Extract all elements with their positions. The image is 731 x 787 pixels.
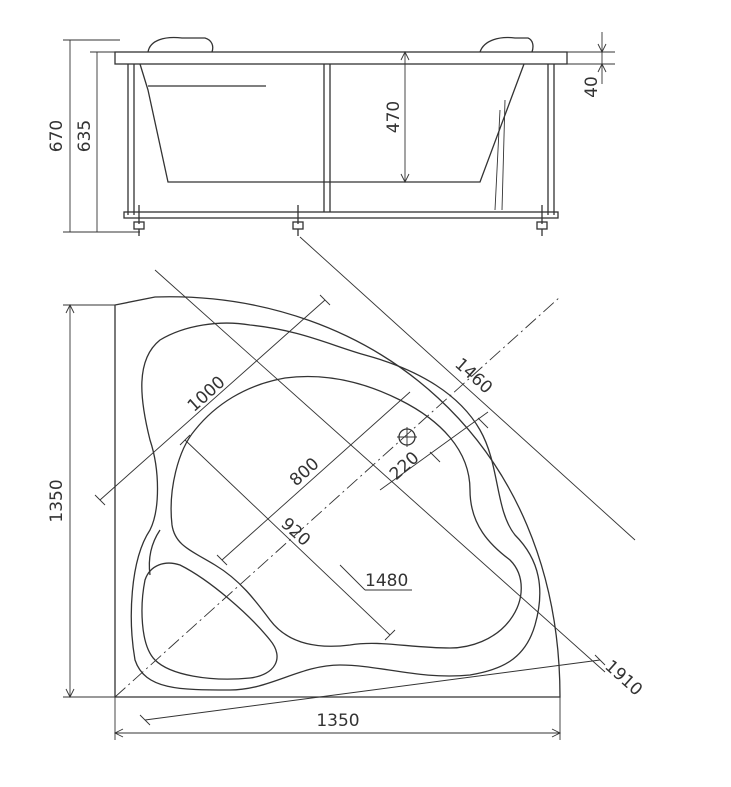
dim-line-800 <box>221 391 411 561</box>
dim-label-1350-vertical: 1350 <box>47 479 67 522</box>
bowl-outer <box>130 322 541 691</box>
adjustable-foot <box>536 205 548 236</box>
dim-label-40: 40 <box>582 76 602 98</box>
dim-label-670: 670 <box>47 120 67 152</box>
right-headrest <box>479 36 534 53</box>
left-headrest <box>147 36 214 53</box>
plan-view: 1460 1000 800 920 220 1480 1910 <box>47 236 647 740</box>
adjustable-foot <box>133 205 145 236</box>
dim-label-1000: 1000 <box>184 372 230 416</box>
dim-label-1350-horizontal: 1350 <box>316 711 359 731</box>
rim <box>114 51 568 65</box>
dim-label-1460: 1460 <box>451 354 497 398</box>
side-view: 670 635 470 40 <box>47 32 615 236</box>
seat <box>141 562 278 680</box>
dim-label-635: 635 <box>75 120 95 152</box>
bowl-inner <box>170 375 522 649</box>
dim-label-220: 220 <box>386 448 423 485</box>
dim-label-1910: 1910 <box>601 656 647 700</box>
dim-line-1910 <box>144 659 601 721</box>
dim-label-920: 920 <box>277 514 314 551</box>
tub-body <box>139 63 525 183</box>
dim-label-470: 470 <box>384 101 404 133</box>
dim-line-920 <box>184 439 391 636</box>
tub-outline <box>114 296 561 698</box>
dim-line-1000 <box>99 299 326 501</box>
base-frame <box>123 211 559 219</box>
adjustable-foot <box>292 205 304 236</box>
dim-line-220 <box>379 411 489 491</box>
dim-label-1480: 1480 <box>365 571 408 591</box>
dim-label-800: 800 <box>286 454 323 491</box>
